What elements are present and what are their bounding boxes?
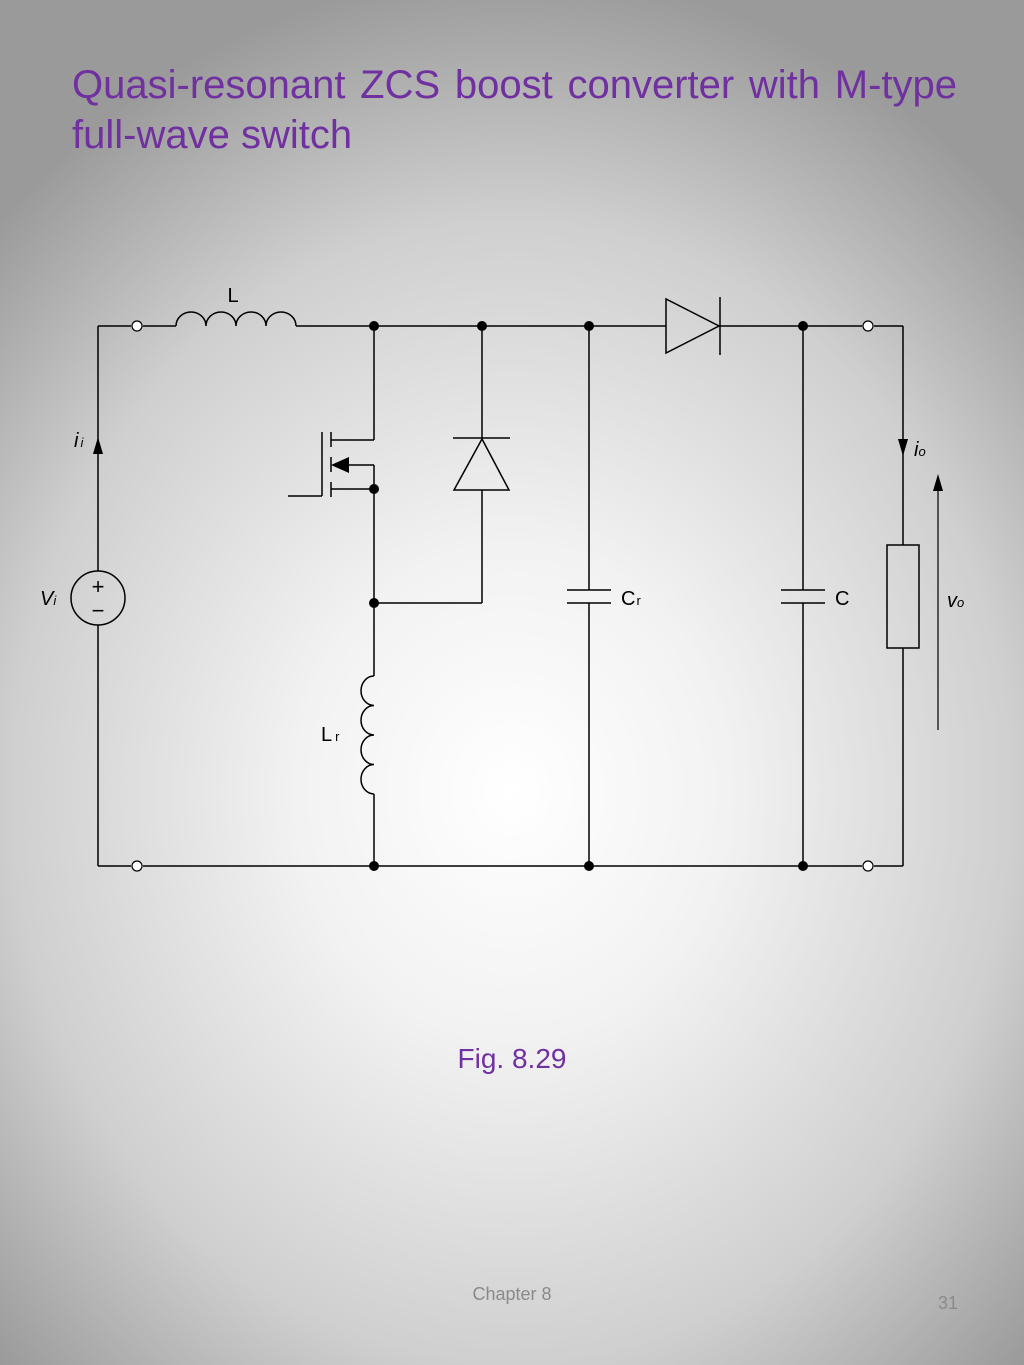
- load-resistor-symbol: [886, 544, 920, 649]
- voltage-source-minus-sign: −: [92, 598, 105, 623]
- capacitor-cr-label: Cr: [621, 588, 641, 610]
- junction-dots: [369, 321, 808, 871]
- capacitor-c-symbol: [781, 589, 825, 604]
- inductor-lr-symbol: [360, 675, 375, 795]
- capacitor-cr-symbol: [567, 589, 611, 604]
- output-voltage-arrow-icon: [933, 474, 943, 730]
- figure-caption: Fig. 8.29: [457, 1043, 567, 1074]
- output-voltage-label: vo: [947, 590, 964, 612]
- switch-branch-wire: [373, 326, 482, 866]
- mosfet-arrow-icon: [331, 457, 349, 473]
- footer-chapter: Chapter 8: [472, 1284, 552, 1304]
- page-number: 31: [937, 1293, 958, 1313]
- voltage-source-symbol: [70, 570, 126, 626]
- slide-title: Quasi-resonant ZCS boost converter with …: [72, 63, 957, 157]
- output-current-label: io: [914, 439, 926, 461]
- inductor-l-label: L: [227, 285, 238, 307]
- output-diode-symbol: [665, 297, 721, 355]
- voltage-source-label: Vi: [40, 588, 57, 610]
- switch-diode-symbol: [452, 437, 511, 491]
- voltage-source-plus-sign: +: [92, 574, 105, 599]
- output-current-arrow-icon: [898, 439, 908, 456]
- capacitor-c-label: C: [835, 588, 849, 610]
- input-current-arrow-icon: [93, 437, 103, 454]
- terminals: [131, 320, 874, 872]
- mosfet-switch-symbol: [288, 432, 374, 497]
- inductor-l-symbol: [175, 311, 297, 327]
